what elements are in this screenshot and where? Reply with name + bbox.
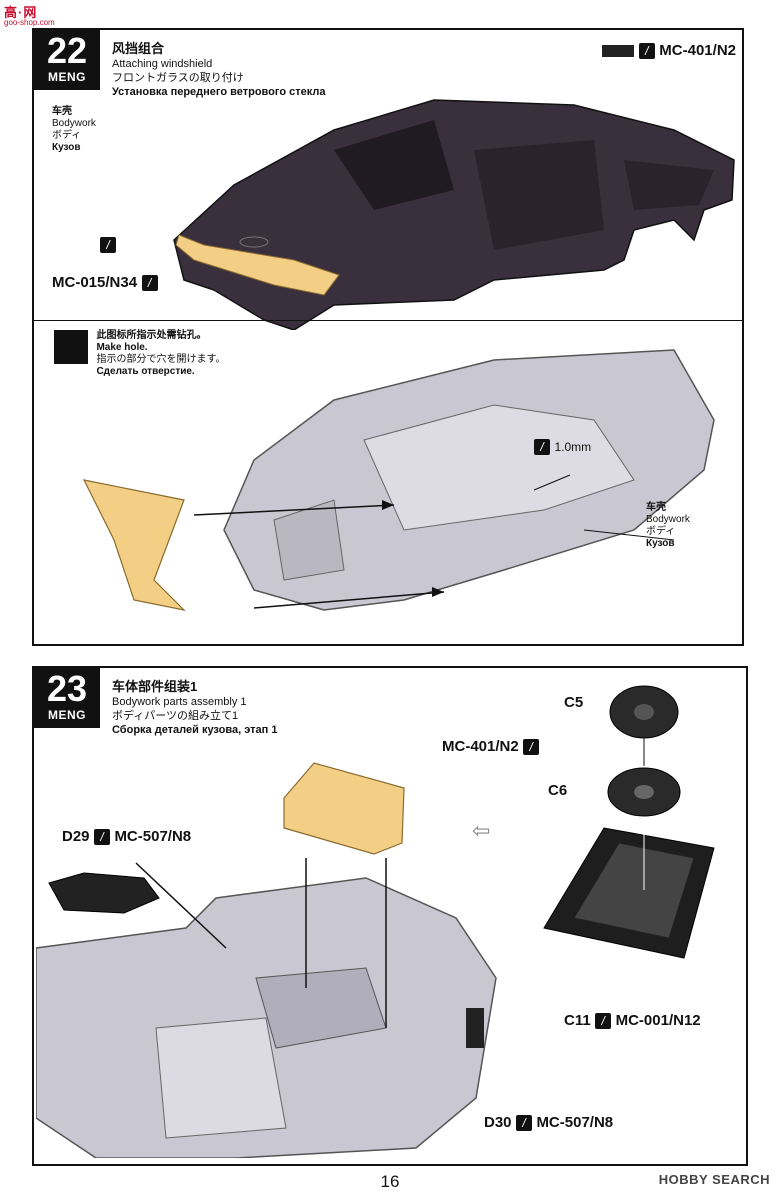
part-id: D30	[484, 1114, 512, 1131]
step-23-panel: 23 MENG 车体部件组装1 Bodywork parts assembly …	[32, 666, 748, 1166]
title-ja: フロントガラスの取り付け	[112, 72, 244, 84]
paint-swatch-icon	[602, 44, 635, 57]
d30-callout: D30 / MC-507/N8	[484, 1114, 613, 1132]
d29-callout: D29 / MC-507/N8	[62, 828, 191, 846]
step-22-paint-callout: / MC-401/N2	[602, 42, 736, 60]
decal-tool-icon-a: /	[100, 236, 116, 254]
paint-code: MC-507/N8	[536, 1114, 614, 1131]
paint-code: MC-401/N2	[442, 738, 519, 755]
bodywork-grey-illustration	[36, 858, 497, 1158]
title-ja: ボディパーツの組み立て1	[112, 710, 239, 722]
hole-size: 1.0mm	[554, 440, 592, 454]
watermark-logo: 高·网	[4, 5, 38, 20]
step-number: 22	[46, 30, 88, 71]
c-paint-callout: MC-401/N2 /	[442, 738, 540, 756]
brand-logo: MENG	[48, 708, 86, 722]
step-22-badge: 22 MENG	[34, 30, 100, 90]
title-zh: 风挡组合	[112, 41, 165, 56]
part-id: C11	[564, 1012, 591, 1029]
brush-icon: /	[523, 738, 540, 755]
step-22-titles: 风挡组合 Attaching windshield フロントガラスの取り付け У…	[112, 38, 325, 99]
c11-callout: C11 / MC-001/N12	[564, 1012, 701, 1030]
bodywork-label: 车壳 Bodywork ボディ Кузов	[52, 106, 96, 153]
title-en: Bodywork parts assembly 1	[112, 696, 247, 708]
c11-part	[543, 818, 715, 959]
bodywork-label-2: 车壳 Bodywork ボディ Кузов	[646, 502, 690, 549]
brand-logo: MENG	[48, 70, 86, 84]
brush-icon: /	[93, 828, 110, 845]
c5-label: C5	[564, 694, 584, 711]
title-zh: 车体部件组装1	[112, 679, 198, 694]
brush-icon: /	[638, 42, 655, 59]
step-number: 23	[46, 668, 88, 709]
drill-icon: /	[534, 438, 550, 455]
watermark-url: goo-shop.com	[4, 18, 55, 27]
arrow-left-icon: ⇦	[472, 818, 491, 843]
paint-code: MC-001/N12	[615, 1012, 701, 1029]
brush-icon: /	[515, 1114, 532, 1131]
step-23-badge: 23 MENG	[34, 668, 100, 728]
d29-part	[48, 872, 160, 914]
drill-note: 此图标所指示处需钻孔。 Make hole. 指示の部分で穴を開けます。 Сде…	[54, 330, 225, 379]
car-body-grey-illustration	[82, 349, 715, 611]
paint-code: MC-507/N8	[114, 828, 192, 845]
step-23-titles: 车体部件组装1 Bodywork parts assembly 1 ボディパーツ…	[112, 676, 277, 737]
title-ru: Сборка деталей кузова, этап 1	[112, 724, 278, 736]
step-22-panel: 22 MENG 风挡组合 Attaching windshield フロントガラ…	[32, 28, 744, 646]
c5-c6-wheels	[607, 685, 681, 817]
paint-code: MC-015/N34	[52, 274, 138, 291]
title-ru: Установка переднего ветрового стекла	[112, 86, 326, 98]
front-part-yellow	[175, 234, 340, 296]
brush-icon: /	[141, 274, 158, 291]
title-en: Attaching windshield	[112, 58, 213, 70]
tool-icon: /	[100, 236, 116, 253]
yellow-insert-part	[283, 762, 405, 855]
brush-icon: /	[595, 1012, 612, 1029]
c6-label: C6	[548, 782, 568, 799]
divider	[34, 320, 742, 321]
drill-icon	[54, 330, 88, 364]
front-part-paint-callout: MC-015/N34 /	[52, 274, 158, 292]
hobby-search-watermark: HOBBY SEARCH	[658, 1172, 770, 1187]
hole-size-callout: / 1.0mm	[534, 438, 591, 456]
paint-code: MC-401/N2	[659, 42, 736, 59]
page-number: 16	[380, 1172, 400, 1191]
part-id: D29	[62, 828, 90, 845]
